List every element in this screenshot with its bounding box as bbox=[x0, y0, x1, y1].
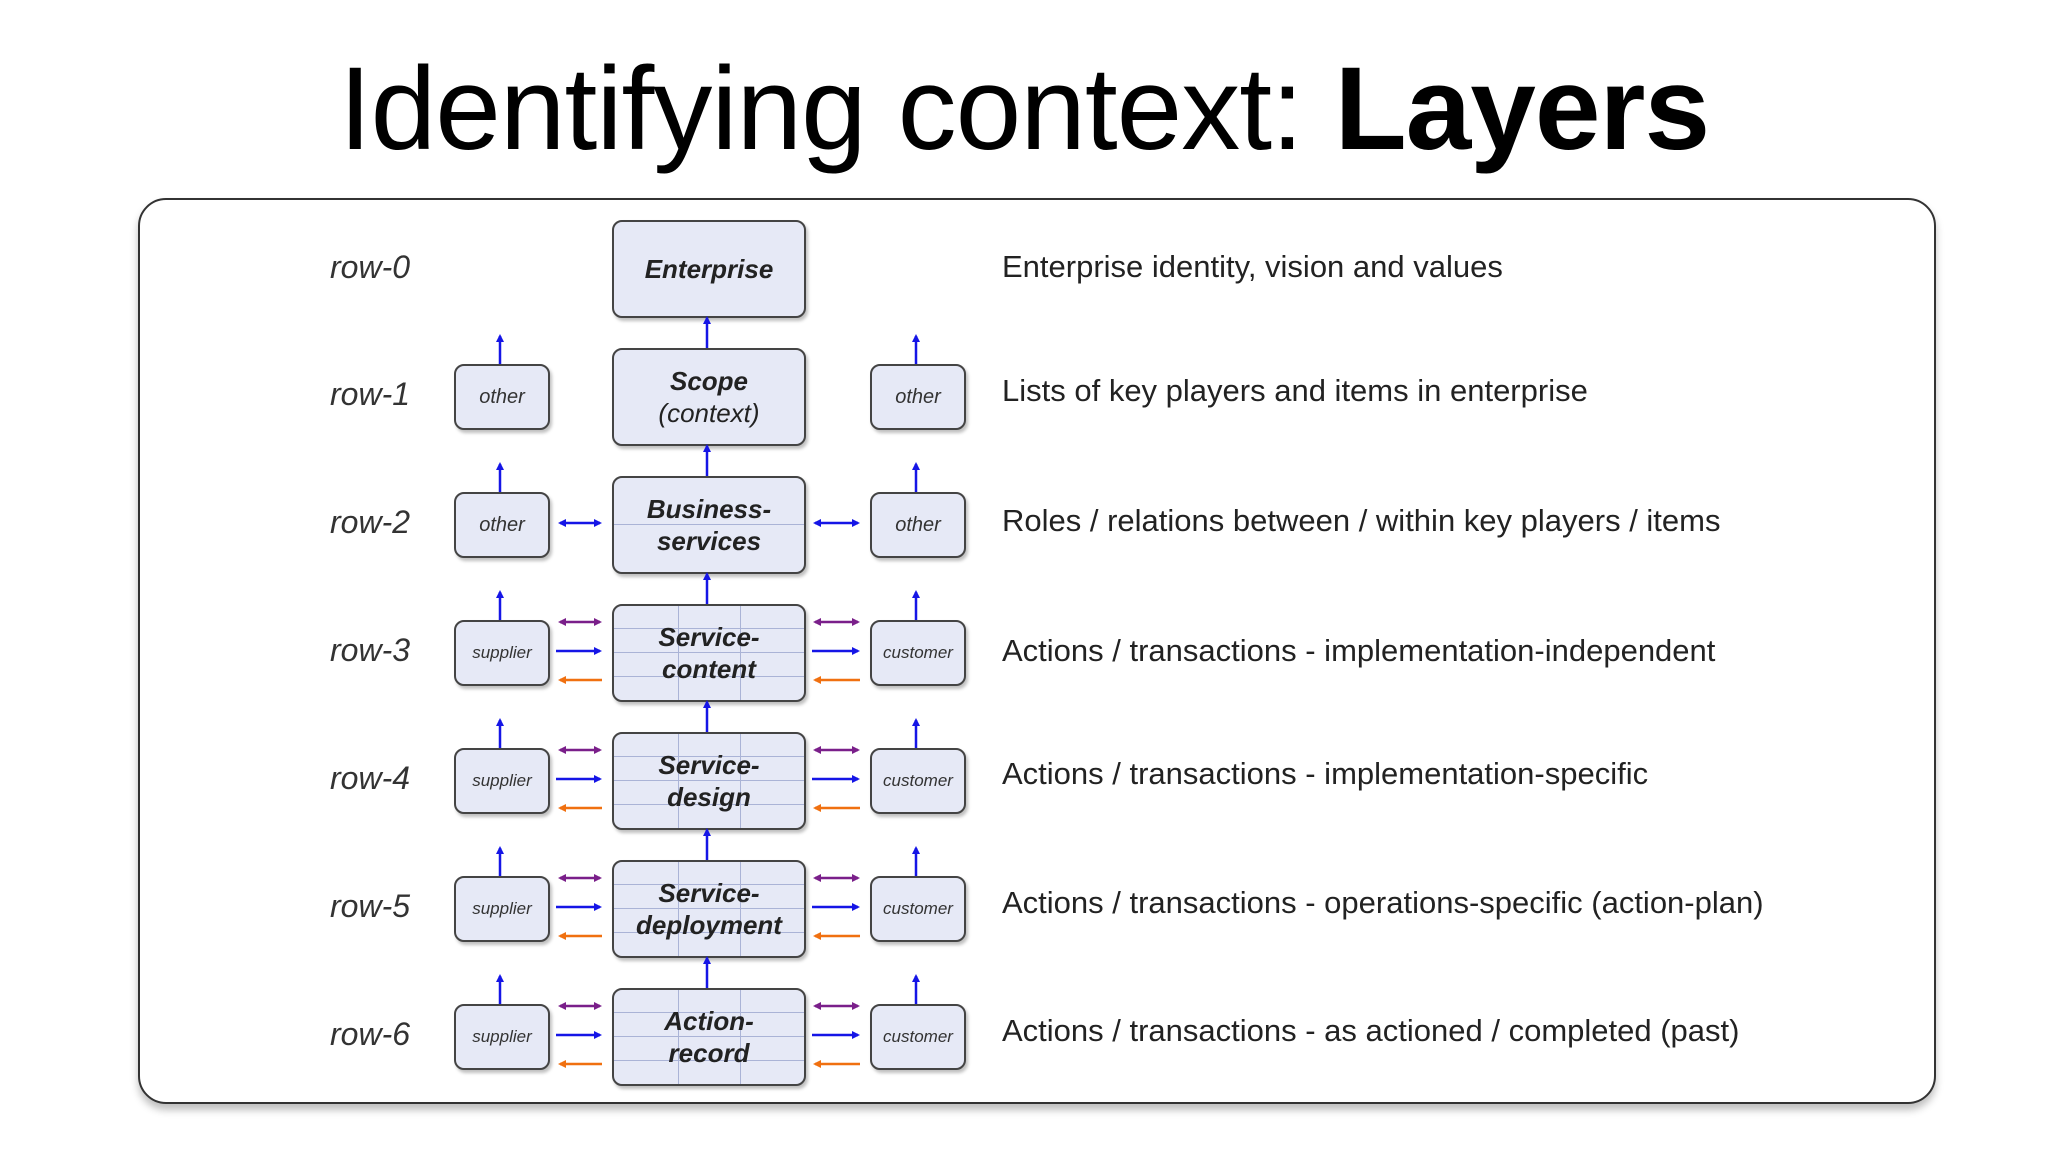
left-box-row-2: other bbox=[454, 492, 550, 558]
page-title: Identifying context: Layers bbox=[0, 44, 2048, 174]
layer-box-scope-sub: (context) bbox=[658, 398, 760, 428]
left-box-row-3: supplier bbox=[454, 620, 550, 686]
left-box-row-5: supplier bbox=[454, 876, 550, 942]
layer-box-scope: Scope(context) bbox=[612, 348, 806, 446]
row-label-6: row-6 bbox=[330, 1016, 411, 1052]
layer-box-action-record: Action-record bbox=[612, 988, 806, 1086]
layer-box-service-content-label: Service-content bbox=[658, 622, 760, 684]
description-row-3: Actions / transactions - implementation-… bbox=[1002, 633, 1716, 668]
title-regular: Identifying context: bbox=[338, 43, 1335, 175]
layer-box-business-services-label: Business-services bbox=[646, 494, 772, 556]
row-label-0: row-0 bbox=[330, 249, 411, 285]
layer-box-service-design-label: Service-design bbox=[658, 750, 760, 812]
row-label-5: row-5 bbox=[330, 888, 411, 924]
layer-box-enterprise-label: Enterprise bbox=[644, 254, 774, 284]
description-row-2: Roles / relations between / within key p… bbox=[1002, 503, 1721, 538]
right-box-row-2: other bbox=[870, 492, 966, 558]
row-label-2: row-2 bbox=[330, 504, 411, 540]
layer-box-service-design: Service-design bbox=[612, 732, 806, 830]
layer-box-scope-label: Scope bbox=[669, 366, 749, 396]
layer-box-enterprise: Enterprise bbox=[612, 220, 806, 318]
right-box-row-4: customer bbox=[870, 748, 966, 814]
left-box-row-1: other bbox=[454, 364, 550, 430]
right-box-row-5: customer bbox=[870, 876, 966, 942]
description-row-0: Enterprise identity, vision and values bbox=[1002, 249, 1503, 284]
layer-box-service-content: Service-content bbox=[612, 604, 806, 702]
row-label-3: row-3 bbox=[330, 632, 411, 668]
left-box-row-6: supplier bbox=[454, 1004, 550, 1070]
layer-box-service-deployment-label: Service-deployment bbox=[636, 878, 782, 940]
diagram-frame bbox=[138, 198, 1936, 1104]
left-box-row-4: supplier bbox=[454, 748, 550, 814]
description-row-5: Actions / transactions - operations-spec… bbox=[1002, 885, 1764, 920]
layer-box-business-services: Business-services bbox=[612, 476, 806, 574]
right-box-row-6: customer bbox=[870, 1004, 966, 1070]
description-row-1: Lists of key players and items in enterp… bbox=[1002, 373, 1588, 408]
description-row-6: Actions / transactions - as actioned / c… bbox=[1002, 1013, 1740, 1048]
layer-box-service-deployment: Service-deployment bbox=[612, 860, 806, 958]
layer-box-action-record-label: Action-record bbox=[664, 1006, 754, 1068]
description-row-4: Actions / transactions - implementation-… bbox=[1002, 756, 1649, 791]
right-box-row-3: customer bbox=[870, 620, 966, 686]
right-box-row-1: other bbox=[870, 364, 966, 430]
row-label-4: row-4 bbox=[330, 760, 411, 796]
row-label-1: row-1 bbox=[330, 376, 411, 412]
title-bold: Layers bbox=[1334, 43, 1711, 175]
